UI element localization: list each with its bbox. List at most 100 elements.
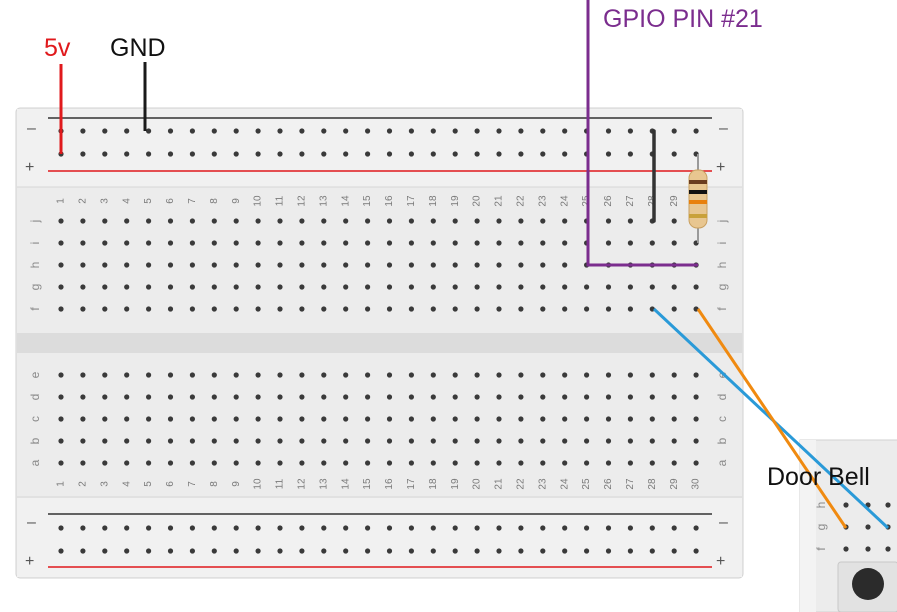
hole-e16 (386, 372, 393, 378)
hole-j27 (627, 218, 634, 224)
hole-f21 (496, 306, 502, 312)
hole-g29 (671, 284, 677, 290)
rail-hole (452, 151, 458, 157)
hole-a26 (605, 460, 612, 466)
hole-i22 (518, 240, 524, 246)
rail-hole (584, 548, 590, 554)
hole-d1 (58, 394, 64, 400)
rail-hole (518, 151, 524, 157)
hole-c8 (211, 416, 217, 422)
hole-j18 (430, 218, 436, 224)
column-number-top-14: 14 (340, 195, 351, 207)
hole-c12 (299, 416, 305, 422)
rail-hole (671, 151, 677, 157)
column-number-top-18: 18 (428, 195, 439, 207)
hole-b9 (233, 438, 239, 444)
row-label-j-right: j (715, 220, 729, 224)
hole-h7 (189, 262, 195, 268)
hole-h3 (102, 262, 108, 268)
rail-hole (124, 525, 130, 531)
rail-hole (430, 525, 436, 531)
hole-f19 (452, 306, 458, 312)
bottom-rail-plus-right: + (716, 553, 725, 570)
hole-d24 (562, 394, 568, 400)
hole-d19 (452, 394, 458, 400)
row-label-c-right: c (715, 416, 729, 422)
hole-e24 (562, 372, 568, 378)
hole-i13 (321, 240, 327, 246)
hole-d27 (627, 394, 634, 400)
hole-i11 (277, 240, 283, 246)
column-number-bottom-29: 29 (669, 478, 680, 490)
rail-hole (540, 525, 546, 531)
hole-e21 (496, 372, 502, 378)
column-number-top-19: 19 (450, 195, 461, 207)
rail-hole (474, 525, 480, 531)
hole-e6 (167, 372, 174, 378)
column-number-bottom-27: 27 (625, 478, 636, 490)
hole-h15 (365, 262, 371, 268)
hole-h23 (540, 262, 546, 268)
hole-d10 (255, 394, 261, 400)
row-label-f-left: f (28, 307, 42, 311)
rail-hole (189, 525, 195, 531)
rail-hole (562, 151, 568, 157)
rail-hole (211, 525, 217, 531)
rail-hole (649, 525, 655, 531)
hole-a3 (102, 460, 108, 466)
hole-i26 (605, 240, 612, 246)
hole-j19 (452, 218, 458, 224)
hole-h2 (80, 262, 86, 268)
hole-f24 (562, 306, 568, 312)
row-label-h-right: h (715, 262, 729, 269)
column-number-top-8: 8 (209, 198, 220, 204)
rail-hole (80, 525, 86, 531)
resistor-body (688, 169, 708, 229)
row-label-e-left: e (28, 371, 42, 378)
hole-j20 (474, 218, 480, 224)
rail-hole (693, 525, 699, 531)
hole-f4 (124, 306, 130, 312)
hole-d12 (299, 394, 305, 400)
column-number-bottom-22: 22 (516, 478, 527, 490)
hole-c25 (584, 416, 590, 422)
column-number-top-16: 16 (384, 195, 395, 207)
rail-hole (211, 128, 217, 134)
hole-h16 (386, 262, 393, 268)
hole-b14 (343, 438, 349, 444)
hole-i18 (430, 240, 436, 246)
hole-c22 (518, 416, 524, 422)
hole-g27 (627, 284, 634, 290)
hole-j7 (189, 218, 195, 224)
hole-e12 (299, 372, 305, 378)
module-hole (865, 546, 871, 552)
hole-j10 (255, 218, 261, 224)
hole-i23 (540, 240, 546, 246)
rail-hole (189, 548, 195, 554)
rail-hole (102, 151, 108, 157)
column-number-bottom-18: 18 (428, 478, 439, 490)
hole-e28 (649, 372, 655, 378)
hole-a21 (496, 460, 502, 466)
column-number-bottom-3: 3 (99, 481, 110, 487)
hole-g25 (584, 284, 590, 290)
hole-f23 (540, 306, 546, 312)
hole-a30 (693, 460, 699, 466)
hole-i12 (299, 240, 305, 246)
rail-hole (233, 128, 239, 134)
hole-c21 (496, 416, 502, 422)
hole-g4 (124, 284, 130, 290)
module-hole (885, 502, 891, 508)
hole-i21 (496, 240, 502, 246)
column-number-bottom-6: 6 (165, 481, 176, 487)
rail-hole (540, 151, 546, 157)
hole-d15 (365, 394, 371, 400)
rail-hole (167, 151, 174, 157)
hole-i16 (386, 240, 393, 246)
hole-f16 (386, 306, 393, 312)
rail-hole (518, 128, 524, 134)
hole-b27 (627, 438, 634, 444)
row-label-d-left: d (28, 394, 42, 401)
column-number-top-24: 24 (559, 195, 570, 207)
